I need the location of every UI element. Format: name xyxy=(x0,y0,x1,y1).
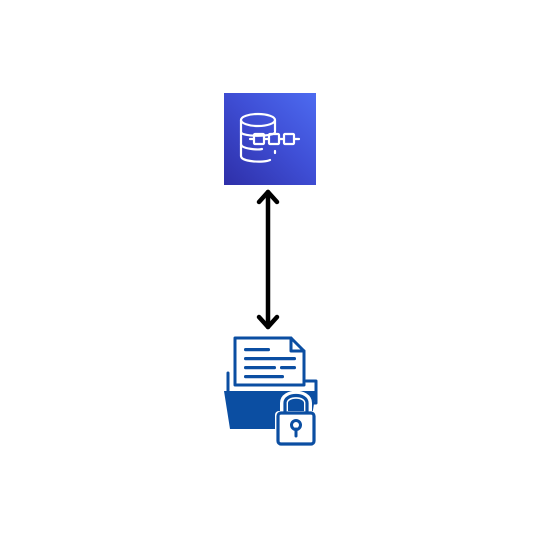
arrow-head-down xyxy=(256,314,280,330)
arrow-head-up xyxy=(256,189,280,205)
ledger-database-icon xyxy=(239,112,301,163)
bidirectional-arrow xyxy=(256,189,280,330)
database-node[interactable] xyxy=(224,93,316,185)
locked-folder-document-icon[interactable] xyxy=(222,333,322,449)
